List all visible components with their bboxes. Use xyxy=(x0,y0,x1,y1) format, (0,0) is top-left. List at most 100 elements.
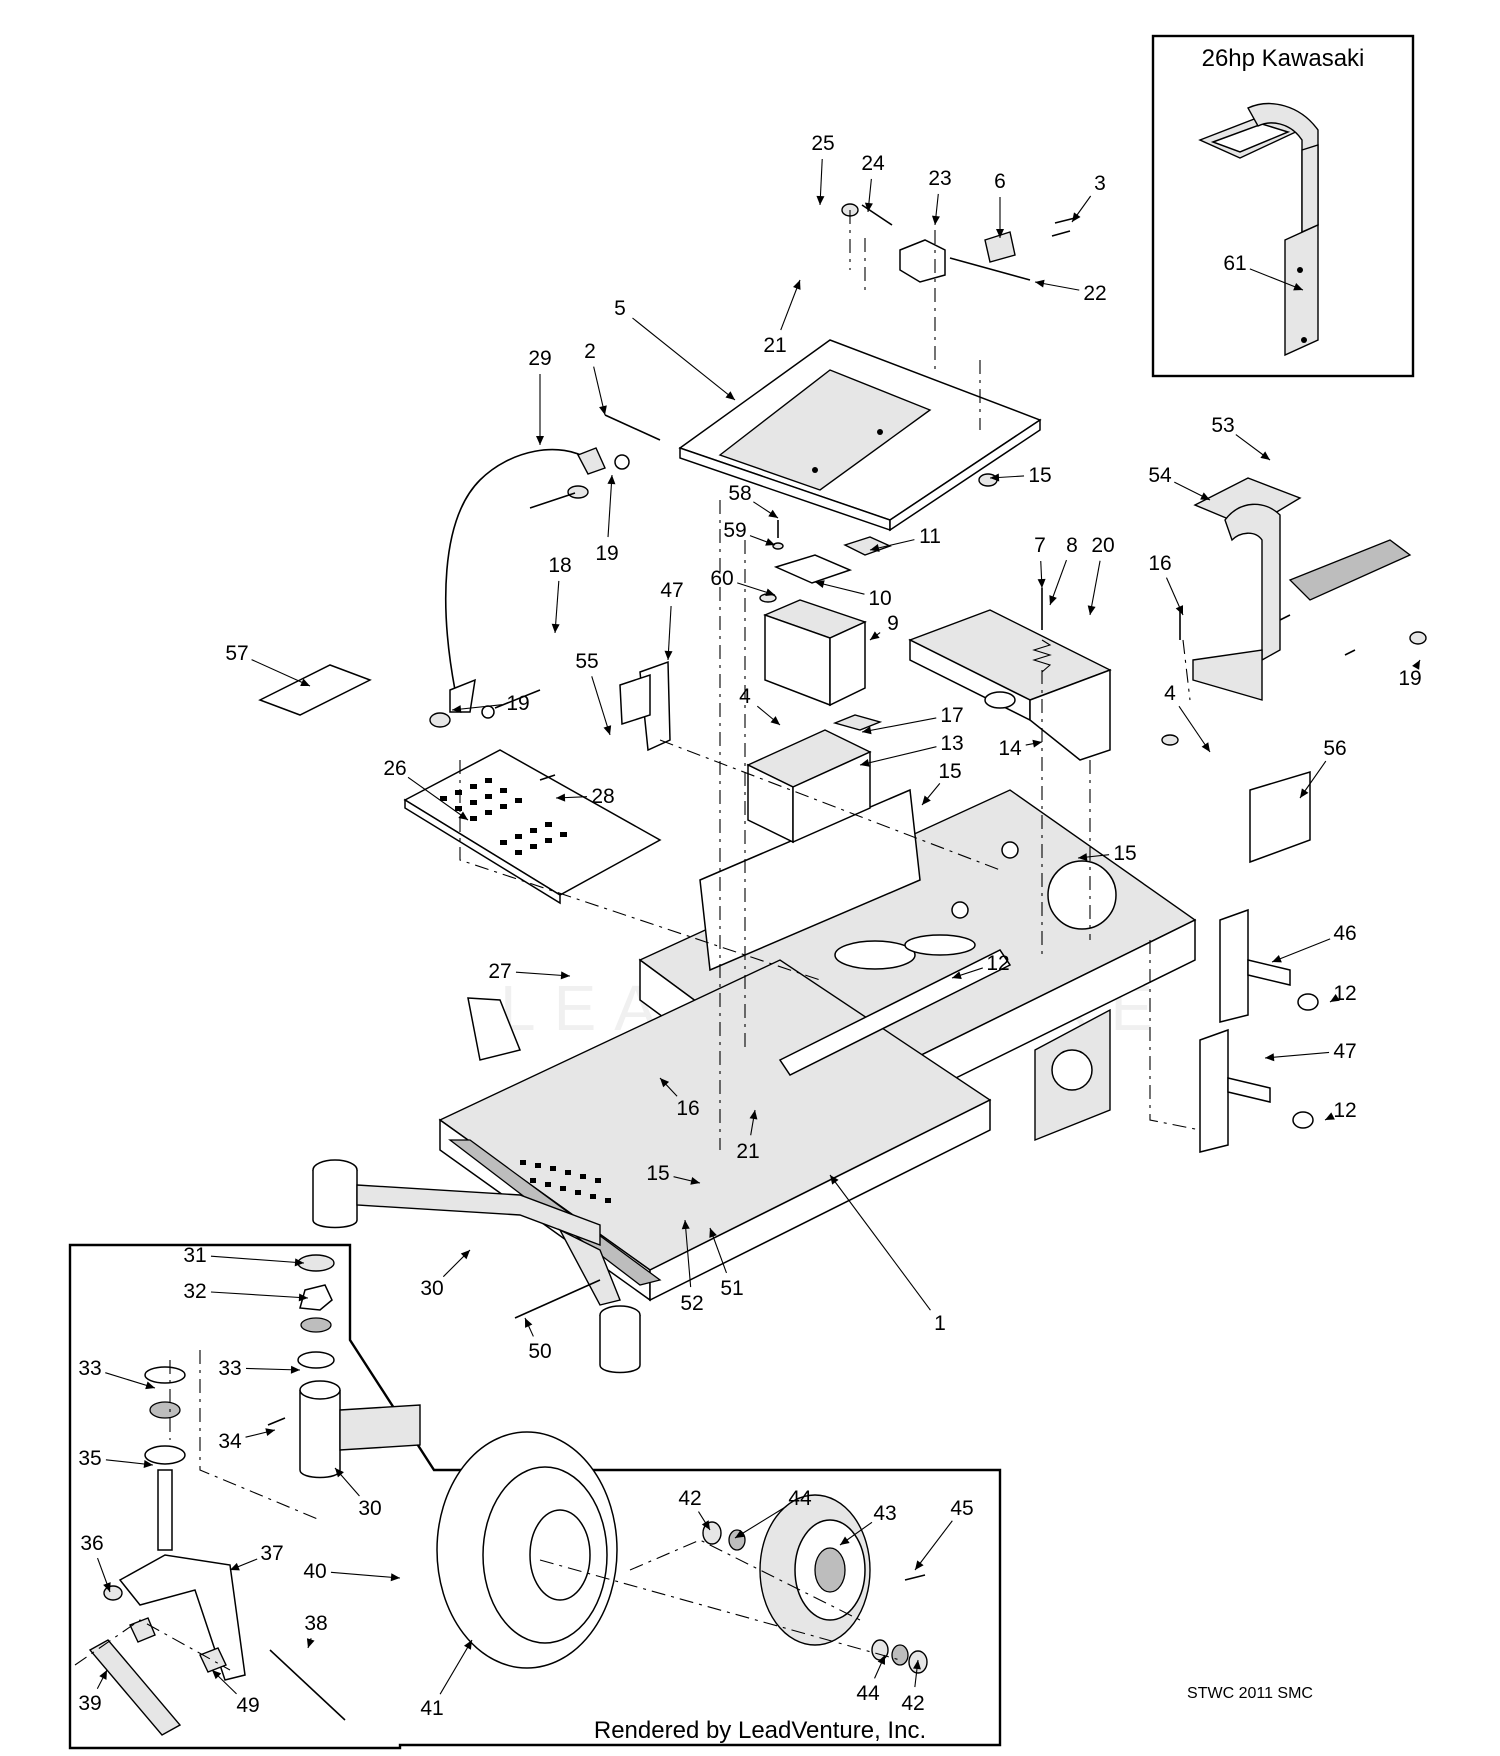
nut-4-right xyxy=(1161,734,1179,746)
callout-c42a: 42 xyxy=(678,1487,711,1531)
callout-leader-line xyxy=(1178,705,1211,753)
callout-c32: 32 xyxy=(183,1280,309,1303)
callout-arrowhead xyxy=(952,971,962,980)
callout-arrowhead xyxy=(912,1660,921,1670)
callout-label: 39 xyxy=(78,1692,101,1715)
callout-c5: 5 xyxy=(614,297,736,401)
callout-label: 51 xyxy=(720,1277,743,1300)
callout-arrowhead xyxy=(870,544,880,552)
callout-label: 15 xyxy=(1028,464,1051,487)
callout-c31: 31 xyxy=(183,1244,305,1267)
callout-c18: 18 xyxy=(548,554,572,634)
callout-label: 2 xyxy=(584,340,596,363)
callout-c12a: 12 xyxy=(951,952,1010,980)
callout-label: 31 xyxy=(183,1244,206,1267)
floor-plate-26-perforations xyxy=(440,778,567,855)
callout-label: 3 xyxy=(1094,172,1106,195)
inset-frame xyxy=(1151,34,1415,378)
callout-label: 30 xyxy=(420,1277,443,1300)
callout-leader-line xyxy=(210,1291,309,1299)
callout-arrowhead xyxy=(681,1220,690,1230)
callout-label: 54 xyxy=(1148,464,1172,487)
callout-label: 40 xyxy=(303,1560,326,1583)
callout-arrowhead xyxy=(1032,739,1042,748)
bracket-47-lower xyxy=(1199,1028,1229,1153)
callout-label: 46 xyxy=(1333,922,1356,945)
callout-c29: 29 xyxy=(528,347,552,445)
callout-arrowhead xyxy=(877,1655,885,1665)
callout-arrowhead xyxy=(306,1638,315,1648)
callout-c2: 2 xyxy=(584,340,607,416)
callout-arrowhead xyxy=(701,1520,710,1530)
callout-leader-line xyxy=(1264,1051,1330,1059)
inset-title: 26hp Kawasaki xyxy=(1202,45,1365,72)
callout-label: 56 xyxy=(1323,737,1346,760)
callout-c19c: 19 xyxy=(1398,659,1422,690)
callout-leader-line xyxy=(914,1520,953,1571)
callout-label: 15 xyxy=(1113,842,1136,865)
callout-c52: 52 xyxy=(680,1219,704,1315)
callout-arrowhead xyxy=(990,473,1000,482)
callout-label: 27 xyxy=(488,960,511,983)
callout-label: 53 xyxy=(1211,414,1234,437)
callout-leader-line xyxy=(667,605,672,661)
callout-arrowhead xyxy=(860,759,870,767)
callout-c15c: 15 xyxy=(1077,842,1137,865)
callout-arrowhead xyxy=(1265,1053,1275,1062)
callout-label: 37 xyxy=(260,1542,283,1565)
callout-c15b: 15 xyxy=(921,760,962,806)
callout-label: 50 xyxy=(528,1340,551,1363)
callout-c7: 7 xyxy=(1034,534,1046,589)
callout-arrowhead xyxy=(664,650,673,660)
callout-arrowhead xyxy=(922,795,931,805)
callout-arrowhead xyxy=(536,436,544,445)
front-axle-30 xyxy=(312,1159,641,1374)
callout-label: 25 xyxy=(811,132,834,155)
callout-arrowhead xyxy=(735,1529,745,1538)
callout-label: 29 xyxy=(528,347,551,370)
callout-arrowhead xyxy=(1300,788,1309,798)
callout-c33a: 33 xyxy=(78,1357,156,1390)
callout-label: 42 xyxy=(901,1692,924,1715)
inset-footrest-bracket xyxy=(1198,102,1319,357)
callout-c21a: 21 xyxy=(763,279,801,357)
callout-arrowhead xyxy=(1072,212,1081,222)
floor-plate-26 xyxy=(403,749,662,905)
callout-leader-line xyxy=(251,659,311,687)
callout-arrowhead xyxy=(265,1428,275,1437)
callout-arrowhead xyxy=(290,1365,300,1374)
callout-label: 4 xyxy=(739,685,751,708)
callout-arrowhead xyxy=(768,509,778,518)
callout-c26: 26 xyxy=(383,757,469,821)
bracket-47-upper-tab xyxy=(619,673,651,726)
alignment-dash-lines xyxy=(74,210,1201,1671)
callout-c1: 1 xyxy=(829,1174,946,1335)
callout-arrowhead xyxy=(815,580,825,589)
callout-label: 41 xyxy=(420,1697,443,1720)
callout-arrowhead xyxy=(1325,1112,1335,1120)
callout-c47a: 47 xyxy=(660,579,684,661)
plate-57 xyxy=(258,664,372,716)
callout-label: 34 xyxy=(218,1430,242,1453)
callout-c61: 61 xyxy=(1223,252,1304,291)
callout-arrowhead xyxy=(725,391,735,400)
callout-label: 19 xyxy=(1398,667,1421,690)
control-console xyxy=(908,588,1112,761)
callout-label: 14 xyxy=(998,737,1022,760)
callout-c30a: 30 xyxy=(420,1249,471,1300)
callout-arrowhead xyxy=(1272,954,1282,963)
callout-c15d: 15 xyxy=(646,1162,701,1185)
callout-arrowhead xyxy=(1200,492,1210,500)
callout-c45: 45 xyxy=(914,1497,974,1571)
callout-label: 55 xyxy=(575,650,598,673)
callout-label: 4 xyxy=(1164,682,1176,705)
callout-arrowhead xyxy=(298,1293,308,1302)
callout-arrowhead xyxy=(463,1640,472,1650)
callout-c12c: 12 xyxy=(1324,1099,1357,1122)
callout-label: 33 xyxy=(78,1357,101,1380)
callout-label: 45 xyxy=(950,1497,973,1520)
callout-arrowhead xyxy=(765,588,775,597)
kawasaki-inset-panel: 26hp Kawasaki xyxy=(1151,34,1415,378)
